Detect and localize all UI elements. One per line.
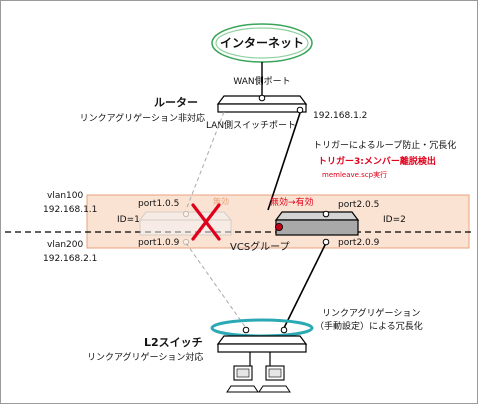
left-switch-id: ID=1 [117,215,140,225]
trigger-script: memleave.scp実行 [322,170,387,179]
right-switch-port-top [322,210,330,218]
router-wan-port-label: WAN側ポート [233,75,290,87]
router-lan-port [296,106,304,114]
right-port-transition-label: 無効→有効 [270,196,314,208]
internet-label: インターネット [220,36,304,50]
l2-switch-device [216,326,308,353]
right-switch-port-bottom [322,238,330,246]
link-aggregation-note: （手動設定）による冗長化 [315,320,423,332]
left-switch-port-bottom-label: port1.0.9 [138,238,180,248]
vcs-right-switch [274,210,360,246]
router-lan-port-label: LAN側スイッチポート [206,119,296,131]
trigger-name: トリガー3:メンバー離脱検出 [318,155,436,167]
router-note: リンクアグリゲーション非対応 [80,112,205,124]
trigger-description: トリガーによるループ防止・冗長化 [313,139,456,151]
disabled-cross-icon [191,203,221,241]
right-switch-port-bottom-label: port2.0.9 [338,238,380,248]
right-switch-l2-link [283,242,327,329]
vlan200-name: vlan200 [47,240,83,250]
vlan100-ip: 192.168.1.1 [43,205,97,215]
left-port-disabled-label: 無効 [213,196,229,206]
router-wan-port [258,94,266,102]
l2-switch-port-right [280,326,288,334]
left-switch-l2-dashed-link [185,242,247,329]
right-switch-active-port [274,222,283,231]
router-name: ルーター [154,96,198,109]
router-right-switch-link [267,112,301,211]
vlan200-ip: 192.168.2.1 [43,254,97,264]
vcs-group-label: VCSグループ [230,240,290,253]
right-switch-port-top-label: port2.0.5 [338,200,379,210]
left-switch-port-top [182,210,190,218]
router-ip: 192.168.1.2 [313,111,367,121]
vlan100-name: vlan100 [47,191,83,201]
l2-switch-note: リンクアグリゲーション対応 [87,351,203,363]
router-device [216,94,308,114]
link-aggregation-label: リンクアグリゲーション [322,307,420,319]
l2-switch-port-left [242,326,250,334]
router-left-switch-dashed-link [185,111,225,211]
pc-icon [226,365,259,393]
right-switch-id: ID=2 [383,215,406,225]
left-switch-port-bottom [182,238,190,246]
l2-switch-name: L2スイッチ [144,336,203,349]
pc-icon [258,365,291,393]
left-switch-port-top-label: port1.0.5 [138,199,179,209]
